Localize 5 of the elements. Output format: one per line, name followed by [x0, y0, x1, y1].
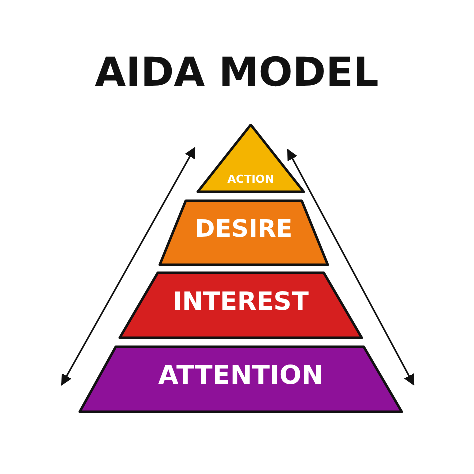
level-label: INTEREST [173, 287, 309, 316]
level-label: ATTENTION [158, 361, 324, 391]
level-label: ACTION [228, 173, 274, 186]
title: AIDA MODEL [94, 50, 380, 96]
level-label: DESIRE [195, 215, 293, 243]
